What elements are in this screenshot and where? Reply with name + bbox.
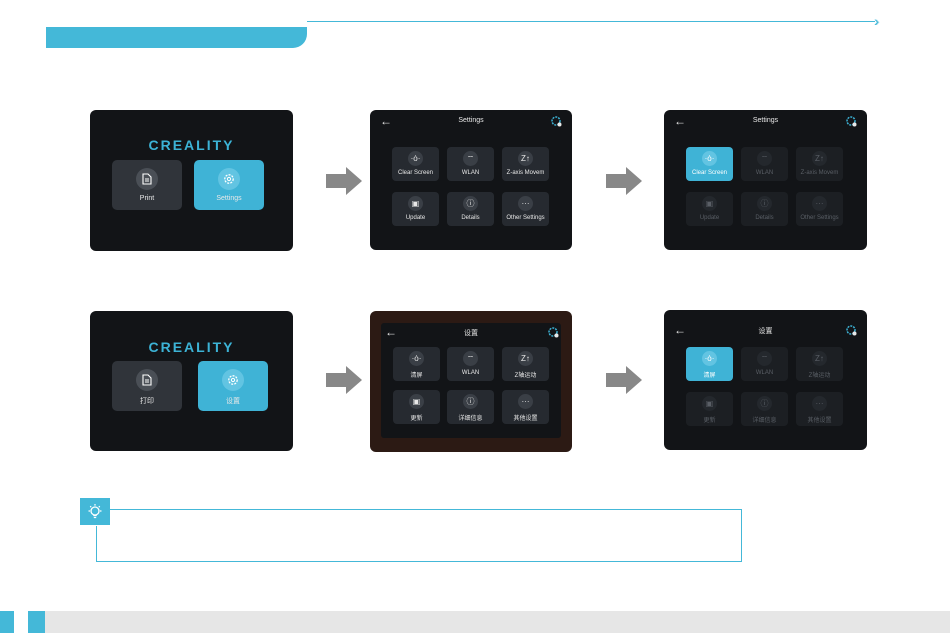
settings-topbar: ← 设置 <box>664 310 867 337</box>
other-settings-tile[interactable]: ···Other Settings <box>796 192 843 226</box>
next-arrow-icon <box>326 366 362 394</box>
settings-button[interactable]: 设置 <box>198 361 268 411</box>
other-settings-tile[interactable]: ···其他设置 <box>796 392 843 426</box>
update-icon: ▣ <box>702 396 717 411</box>
update-tile[interactable]: ▣更新 <box>393 390 440 424</box>
print-button[interactable]: Print <box>112 160 182 210</box>
z-axis-tile[interactable]: Z↑Z轴运动 <box>502 347 549 381</box>
back-arrow-icon[interactable]: ← <box>385 325 397 339</box>
next-arrow-icon <box>606 366 642 394</box>
wifi-icon: ⌔ <box>757 351 772 366</box>
z-axis-tile[interactable]: Z↑Z-axis Movem <box>502 147 549 181</box>
document-icon <box>136 168 158 190</box>
settings-topbar: ← 设置 <box>381 323 561 345</box>
footer-accent-square <box>0 611 14 633</box>
more-icon: ··· <box>812 396 827 411</box>
z-axis-icon: Z↑ <box>518 351 533 366</box>
wifi-icon: ⌔ <box>463 151 478 166</box>
tip-box <box>96 509 742 562</box>
settings-topbar: ← Settings <box>664 110 867 132</box>
lightbulb-icon: ·ȯ· <box>702 151 717 166</box>
clear-screen-tile[interactable]: ·ȯ·清屏 <box>686 347 733 381</box>
settings-status-icon <box>846 325 857 336</box>
gear-icon <box>222 369 244 391</box>
update-tile[interactable]: ▣Update <box>686 192 733 226</box>
more-icon: ··· <box>812 196 827 211</box>
settings-title: 设置 <box>464 330 478 337</box>
print-label: Print <box>139 195 155 202</box>
print-label: 打印 <box>140 398 154 405</box>
update-tile[interactable]: ▣更新 <box>686 392 733 426</box>
tip-box-left-border <box>96 526 97 561</box>
lightbulb-icon <box>80 498 110 525</box>
settings-topbar: ← Settings <box>370 110 572 132</box>
next-arrow-icon <box>606 167 642 195</box>
wlan-tile[interactable]: ⌔WLAN <box>741 347 788 381</box>
wifi-icon: ⌔ <box>463 351 478 366</box>
back-arrow-icon[interactable]: ← <box>380 114 392 128</box>
wlan-tile[interactable]: ⌔WLAN <box>447 147 494 181</box>
next-arrow-icon <box>326 167 362 195</box>
info-icon: ⓘ <box>463 394 478 409</box>
z-axis-tile[interactable]: Z↑Z-axis Movem <box>796 147 843 181</box>
settings-title: Settings <box>752 117 779 124</box>
gear-icon <box>218 168 240 190</box>
clear-screen-tile[interactable]: ·ȯ·Clear Screen <box>686 147 733 181</box>
print-button[interactable]: 打印 <box>112 361 182 411</box>
z-axis-icon: Z↑ <box>812 351 827 366</box>
z-axis-icon: Z↑ <box>518 151 533 166</box>
clear-screen-tile[interactable]: ·ȯ·清屏 <box>393 347 440 381</box>
more-icon: ··· <box>518 394 533 409</box>
back-arrow-icon[interactable]: ← <box>674 114 686 128</box>
settings-label: Settings <box>216 195 242 202</box>
lightbulb-icon: ·ȯ· <box>409 351 424 366</box>
creality-logo: CREALITY <box>148 137 235 153</box>
update-icon: ▣ <box>409 394 424 409</box>
wifi-icon: ⌔ <box>757 151 772 166</box>
settings-status-icon <box>846 116 857 127</box>
settings-screen-en: ← Settings ·ȯ·Clear Screen ⌔WLAN Z↑Z-axi… <box>370 110 572 250</box>
footer-accent-bar <box>28 611 45 633</box>
document-icon <box>136 369 158 391</box>
back-arrow-icon[interactable]: ← <box>674 323 686 337</box>
header-chevrons-icon: ››› <box>874 13 879 29</box>
other-settings-tile[interactable]: ···其他设置 <box>502 390 549 424</box>
z-axis-tile[interactable]: Z↑Z轴运动 <box>796 347 843 381</box>
home-screen-en: CREALITY Print Settings <box>90 110 293 251</box>
settings-status-icon <box>548 327 559 338</box>
settings-title: 设置 <box>758 328 773 335</box>
footer-bar <box>45 611 950 633</box>
settings-status-icon <box>551 116 562 127</box>
clear-screen-tile[interactable]: ·ȯ·Clear Screen <box>392 147 439 181</box>
settings-screen-en-selected: ← Settings ·ȯ·Clear Screen ⌔WLAN Z↑Z-axi… <box>664 110 867 250</box>
lightbulb-icon: ·ȯ· <box>702 351 717 366</box>
settings-title: Settings <box>458 117 484 124</box>
other-settings-tile[interactable]: ···Other Settings <box>502 192 549 226</box>
home-screen-zh: CREALITY 打印 设置 <box>90 311 293 451</box>
header-line <box>307 21 875 22</box>
creality-logo: CREALITY <box>148 339 235 355</box>
info-icon: ⓘ <box>463 196 478 211</box>
info-icon: ⓘ <box>757 396 772 411</box>
update-icon: ▣ <box>408 196 423 211</box>
z-axis-icon: Z↑ <box>812 151 827 166</box>
wlan-tile[interactable]: ⌔WLAN <box>447 347 494 381</box>
update-icon: ▣ <box>702 196 717 211</box>
settings-label: 设置 <box>226 398 240 405</box>
info-icon: ⓘ <box>757 196 772 211</box>
header-accent-bar <box>46 27 307 48</box>
settings-button[interactable]: Settings <box>194 160 264 210</box>
more-icon: ··· <box>518 196 533 211</box>
wlan-tile[interactable]: ⌔WLAN <box>741 147 788 181</box>
update-tile[interactable]: ▣Update <box>392 192 439 226</box>
lightbulb-icon: ·ȯ· <box>408 151 423 166</box>
